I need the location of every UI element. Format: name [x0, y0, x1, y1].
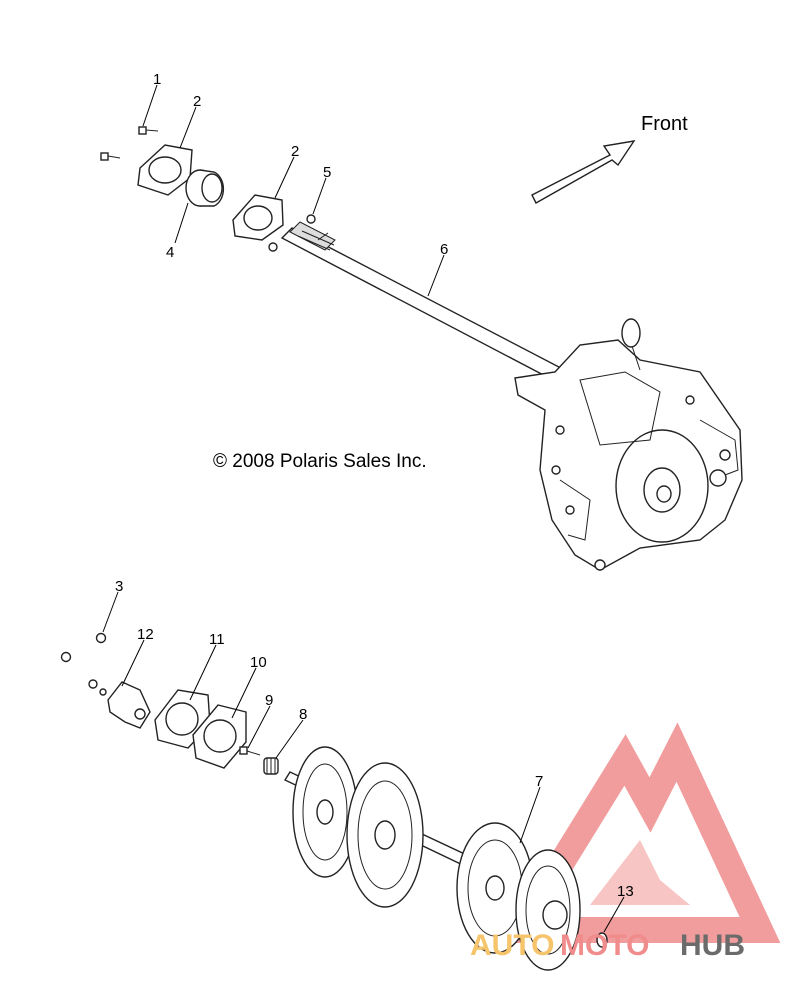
watermark-text: AUTO MOTO HUB [470, 929, 745, 962]
drive-shaft-6 [280, 221, 582, 391]
bolt-1 [138, 126, 159, 135]
chaincase-housing [514, 318, 743, 571]
watermark-logo [496, 722, 781, 943]
flange-plate-2 [232, 194, 284, 241]
callout-3: 3 [115, 578, 123, 595]
callout-9: 9 [265, 692, 273, 709]
nut-5 [306, 214, 316, 224]
callout-7: 7 [535, 773, 543, 790]
callout-6: 6 [440, 241, 448, 258]
watermark-moto: MOTO [560, 929, 649, 962]
copyright-text: © 2008 Polaris Sales Inc. [213, 451, 427, 472]
nut-3 [95, 632, 107, 644]
nut-bracket [88, 679, 107, 696]
nut-small [268, 242, 278, 252]
callout-11: 11 [209, 631, 225, 648]
callout-10: 10 [250, 654, 267, 671]
bracket-12 [107, 681, 151, 729]
leader-lines [102, 84, 625, 933]
watermark-auto: AUTO [470, 929, 554, 962]
callout-1: 1 [153, 71, 161, 88]
spacer-13 [596, 932, 608, 948]
callout-5: 5 [323, 164, 331, 181]
callout-8: 8 [299, 706, 307, 723]
bearing-4 [185, 169, 225, 207]
bolt-9 [239, 746, 261, 756]
nut-left [60, 651, 72, 663]
front-label: Front [641, 113, 688, 135]
callout-4: 4 [166, 244, 174, 261]
watermark-hub: HUB [680, 929, 745, 962]
callout-13: 13 [617, 883, 634, 900]
callout-2: 2 [193, 93, 201, 110]
flange-plate-upper [137, 144, 193, 196]
bolt-left [100, 152, 121, 161]
callout-2b: 2 [291, 143, 299, 160]
gasket-10 [192, 704, 247, 769]
front-arrow-icon [531, 140, 636, 204]
callout-12: 12 [137, 626, 154, 643]
bearing-8 [263, 757, 279, 775]
drive-shaft-sprockets-7 [283, 746, 581, 971]
